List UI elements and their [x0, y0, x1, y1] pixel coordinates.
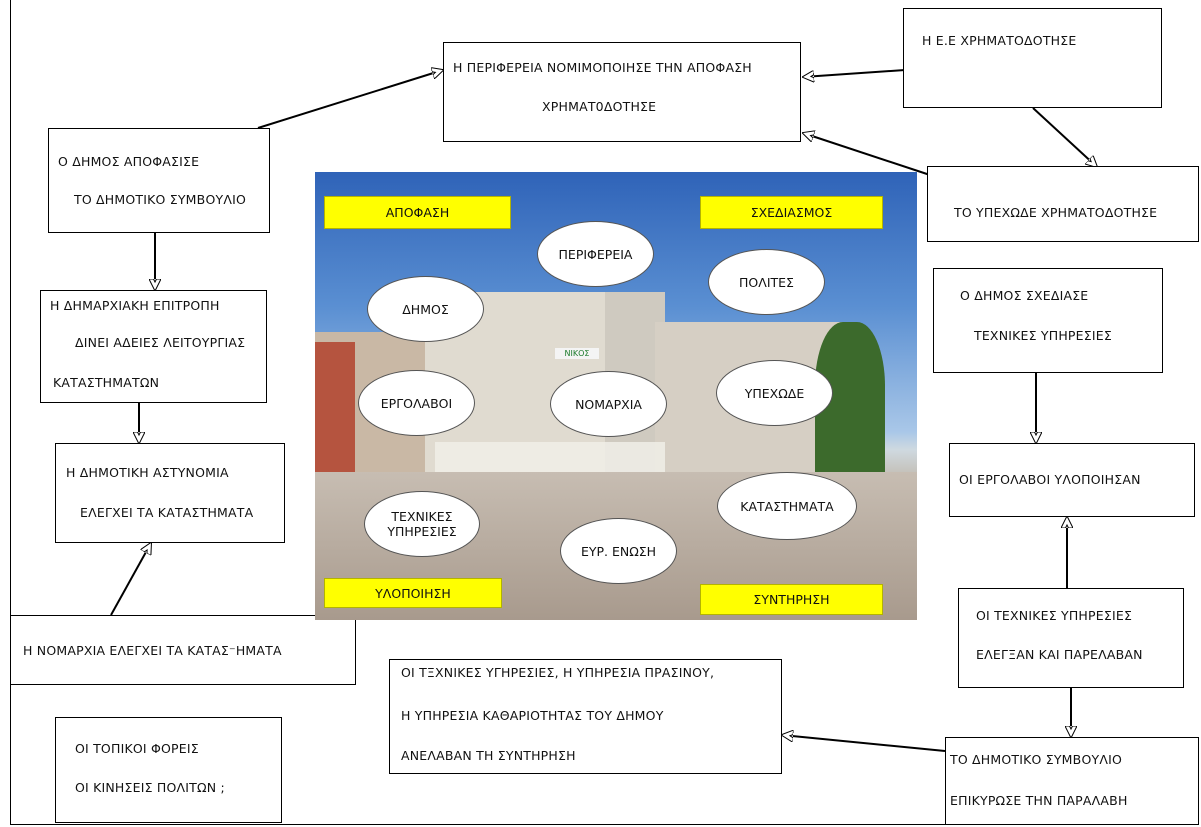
- box-line: ΟΙ ΕΡΓΟΛΑΒΟΙ ΥΛΟΠΟΙΗΣΑΝ: [959, 472, 1141, 487]
- box-line: ΑΝΕΛΑΒΑΝ ΤΗ ΣΥΝΤΗΡΗΣΗ: [401, 748, 576, 763]
- box-line: ΤΟ ΔΗΜΟΤΙΚΟ ΣΥΜΒΟΥΛΙΟ: [74, 192, 246, 207]
- box-local-bodies: ΟΙ ΤΟΠΙΚΟΙ ΦΟΡΕΙΣ ΟΙ ΚΙΝΗΣΕΙΣ ΠΟΛΙΤΩΝ ;: [55, 717, 282, 823]
- phase-tag-design: ΣΧΕΔΙΑΣΜΟΣ: [700, 196, 883, 229]
- box-municipality-designed: Ο ΔΗΜΟΣ ΣΧΕΔΙΑΣΕ ΤΕΧΝΙΚΕΣ ΥΠΗΡΕΣΙΕΣ: [933, 268, 1163, 373]
- box-line: ΟΙ ΤΞΧΝΙΚΕΣ ΥΓΗΡΕΣΙΕΣ, Η ΥΠΗΡΕΣΙΑ ΠΡΑΣΙΝ…: [401, 665, 715, 680]
- box-ministry-funded: ΤΟ ΥΠΕΧΩΔΕ ΧΡΗΜΑΤΟΔΟΤΗΣΕ: [927, 166, 1199, 242]
- actor-shops: ΚΑΤΑΣΤΗΜΑΤΑ: [717, 472, 857, 540]
- diagram-frame: [10, 0, 1199, 825]
- actor-contractors: ΕΡΓΟΛΑΒΟΙ: [358, 370, 475, 436]
- actor-technical-services: ΤΕΧΝΙΚΕΣ ΥΠΗΡΕΣΙΕΣ: [364, 491, 480, 557]
- box-eu-funded: Η Ε.Ε ΧΡΗΜΑΤΟΔΟΤΗΣΕ: [903, 8, 1162, 108]
- actor-periphery: ΠΕΡΙΦΕΡΕΙΑ: [537, 221, 654, 287]
- actor-ministry: ΥΠΕΧΩΔΕ: [716, 360, 833, 426]
- box-line: ΤΟ ΔΗΜΟΤΙΚΟ ΣΥΜΒΟΥΛΙΟ: [950, 752, 1122, 767]
- actor-citizens: ΠΟΛΙΤΕΣ: [708, 249, 825, 315]
- box-line: Ο ΔΗΜΟΣ ΑΠΟΦΑΣΙΣΕ: [58, 154, 200, 169]
- photo-sign: ΝΙΚΟΣ: [555, 348, 599, 359]
- box-contractors-implemented: ΟΙ ΕΡΓΟΛΑΒΟΙ ΥΛΟΠΟΙΗΣΑΝ: [949, 443, 1195, 517]
- phase-tag-maintenance: ΣΥΝΤΗΡΗΣΗ: [700, 584, 883, 615]
- box-line: ΕΛΕΓΧΕΙ ΤΑ ΚΑΤΑΣΤΗΜΑΤΑ: [80, 505, 254, 520]
- box-line: ΚΑΤΑΣΤΗΜΑΤΩΝ: [53, 375, 160, 390]
- box-council-ratified: ΤΟ ΔΗΜΟΤΙΚΟ ΣΥΜΒΟΥΛΙΟ ΕΠΙΚΥΡΩΣΕ ΤΗΝ ΠΑΡΑ…: [945, 737, 1199, 825]
- box-line: ΕΠΙΚΥΡΩΣΕ ΤΗΝ ΠΑΡΑΛΑΒΗ: [950, 793, 1128, 808]
- actor-prefecture: ΝΟΜΑΡΧΙΑ: [550, 371, 667, 437]
- actor-eu: ΕΥΡ. ΕΝΩΣΗ: [560, 518, 677, 584]
- box-line: Η ΔΗΜΟΤΙΚΗ ΑΣΤΥΝΟΜΙΑ: [66, 465, 229, 480]
- phase-tag-implementation: ΥΛΟΠΟΙΗΣΗ: [324, 578, 502, 608]
- box-municipality-decided: Ο ΔΗΜΟΣ ΑΠΟΦΑΣΙΣΕ ΤΟ ΔΗΜΟΤΙΚΟ ΣΥΜΒΟΥΛΙΟ: [48, 128, 270, 233]
- box-line: ΟΙ ΚΙΝΗΣΕΙΣ ΠΟΛΙΤΩΝ ;: [75, 780, 225, 795]
- box-municipal-police: Η ΔΗΜΟΤΙΚΗ ΑΣΤΥΝΟΜΙΑ ΕΛΕΓΧΕΙ ΤΑ ΚΑΤΑΣΤΗΜ…: [55, 443, 285, 543]
- phase-tag-decision: ΑΠΟΦΑΣΗ: [324, 196, 511, 229]
- actor-municipality: ΔΗΜΟΣ: [367, 276, 484, 342]
- box-line: Η ΠΕΡΙΦΕΡΕΙΑ ΝΟΜΙΜΟΠΟΙΗΣΕ ΤΗΝ ΑΠΟΦΑΣΗ: [453, 60, 752, 75]
- box-line: Η ΝΟΜΑΡΧΙΑ ΕΛΕΓΧΕΙ ΤΑ ΚΑΤΑΣ⁻ΗΜΑΤΑ: [23, 643, 282, 658]
- box-line: ΟΙ ΤΕΧΝΙΚΕΣ ΥΠΗΡΕΣΙΕΣ: [976, 608, 1133, 623]
- box-line: ΤΟ ΥΠΕΧΩΔΕ ΧΡΗΜΑΤΟΔΟΤΗΣΕ: [954, 205, 1158, 220]
- box-line: Η ΥΠΗΡΕΣΙΑ ΚΑΘΑΡΙΟΤΗΤΑΣ ΤΟΥ ΔΗΜΟΥ: [401, 708, 664, 723]
- box-line: ΔΙΝΕΙ ΑΔΕΙΕΣ ΛΕΙΤΟΥΡΓΙΑΣ: [75, 335, 246, 350]
- box-line: ΧΡΗΜΑΤ0ΔΟΤΗΣΕ: [542, 99, 657, 114]
- box-line: Ο ΔΗΜΟΣ ΣΧΕΔΙΑΣΕ: [960, 288, 1089, 303]
- box-maintenance: ΟΙ ΤΞΧΝΙΚΕΣ ΥΓΗΡΕΣΙΕΣ, Η ΥΠΗΡΕΣΙΑ ΠΡΑΣΙΝ…: [389, 659, 782, 774]
- box-periphery-legalized: Η ΠΕΡΙΦΕΡΕΙΑ ΝΟΜΙΜΟΠΟΙΗΣΕ ΤΗΝ ΑΠΟΦΑΣΗ ΧΡ…: [443, 42, 801, 142]
- box-line: ΟΙ ΤΟΠΙΚΟΙ ΦΟΡΕΙΣ: [75, 741, 199, 756]
- box-line: Η ΔΗΜΑΡΧΙΑΚΗ ΕΠΙΤΡΟΠΗ: [50, 298, 220, 313]
- box-line: ΤΕΧΝΙΚΕΣ ΥΠΗΡΕΣΙΕΣ: [974, 328, 1112, 343]
- box-line: ΕΛΕΓΞΑΝ ΚΑΙ ΠΑΡΕΛΑΒΑΝ: [976, 647, 1143, 662]
- box-technical-services-checked: ΟΙ ΤΕΧΝΙΚΕΣ ΥΠΗΡΕΣΙΕΣ ΕΛΕΓΞΑΝ ΚΑΙ ΠΑΡΕΛΑ…: [958, 588, 1184, 688]
- box-prefecture-checks: Η ΝΟΜΑΡΧΙΑ ΕΛΕΓΧΕΙ ΤΑ ΚΑΤΑΣ⁻ΗΜΑΤΑ: [10, 615, 356, 685]
- box-line: Η Ε.Ε ΧΡΗΜΑΤΟΔΟΤΗΣΕ: [922, 33, 1077, 48]
- box-mayoral-committee: Η ΔΗΜΑΡΧΙΑΚΗ ΕΠΙΤΡΟΠΗ ΔΙΝΕΙ ΑΔΕΙΕΣ ΛΕΙΤΟ…: [40, 290, 267, 403]
